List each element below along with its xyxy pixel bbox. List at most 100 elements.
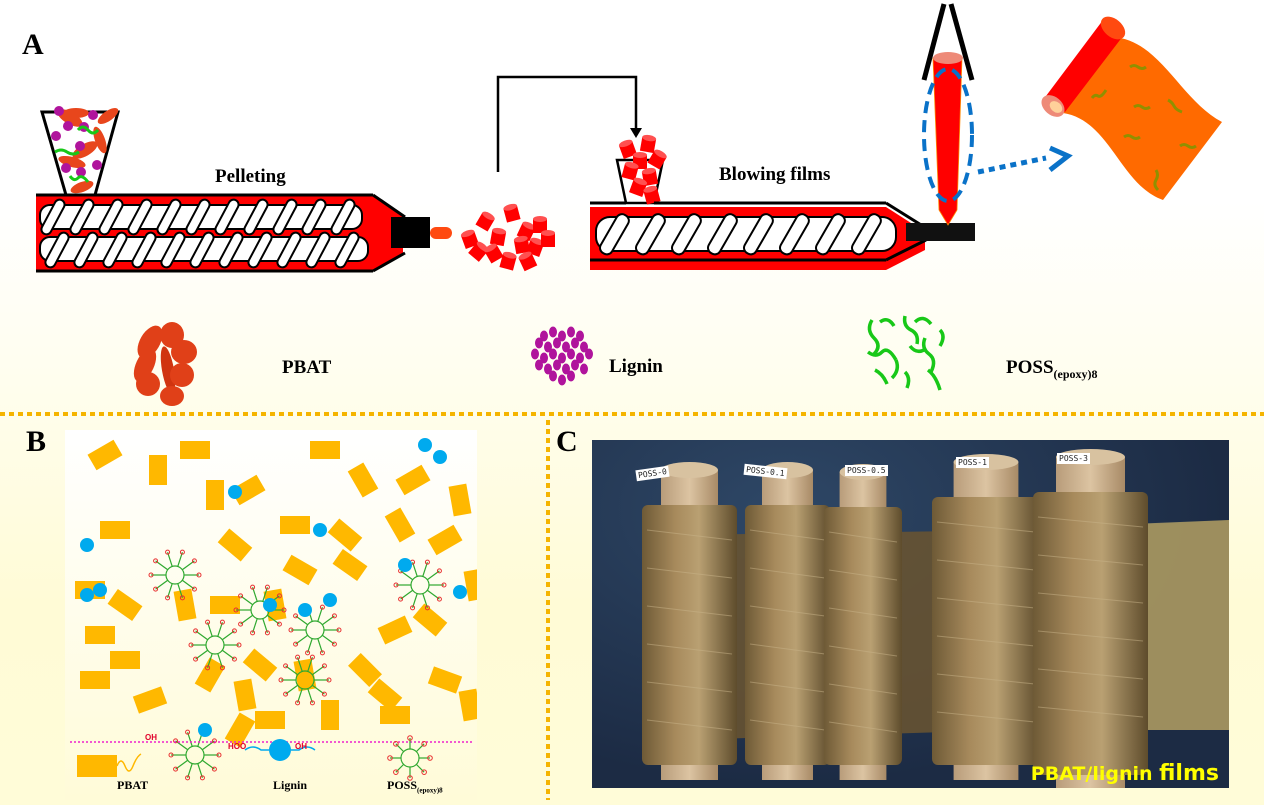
pbat-block (180, 441, 210, 459)
caption-text: PBAT/lignin (1030, 763, 1160, 785)
screw-flight (131, 231, 157, 269)
b-legend-pbat-label: PBAT (117, 778, 149, 792)
lignin-sphere (531, 348, 539, 360)
lignin-sphere (558, 352, 566, 364)
lignin-molecule (313, 523, 327, 537)
lignin-molecule (323, 593, 337, 607)
legend-lignin-label: Lignin (609, 356, 663, 377)
pellet (518, 251, 538, 272)
poss-cage (188, 619, 242, 671)
legend-pbat-block (77, 755, 117, 777)
pbat-block (310, 441, 340, 459)
lignin-sphere (558, 330, 566, 342)
screw-flight (160, 231, 186, 269)
lignin-sphere (576, 352, 584, 364)
pellet (499, 251, 517, 271)
lignin-molecule (198, 723, 212, 737)
pellet (489, 227, 507, 247)
lignin-sphere (549, 326, 557, 338)
process-diagram (36, 3, 1222, 406)
panel-b-schematic: OH HOO OH PBAT Lignin POSS(epoxy)8 (65, 430, 477, 800)
lignin-sphere (535, 359, 543, 371)
screw-flight (670, 213, 702, 256)
pellet (618, 139, 637, 159)
lignin-end-group-left: HOO (228, 742, 247, 751)
pbat-block (149, 455, 167, 485)
pbat-block (427, 666, 463, 694)
pellet (460, 229, 479, 249)
pbat-block (448, 483, 472, 517)
pbat-block (463, 568, 477, 602)
dotted-arrow (977, 145, 1073, 175)
lignin-sphere (549, 370, 557, 382)
pbat-block (85, 626, 115, 644)
screw-flight (850, 213, 882, 256)
step-blowing-label: Blowing films (719, 164, 831, 185)
film-roll (932, 454, 1040, 780)
screw-flight (272, 198, 298, 236)
pellet (484, 243, 504, 264)
lignin-sphere (535, 337, 543, 349)
b-legend-poss-name: POSS (387, 778, 418, 792)
lignin-molecule (263, 598, 277, 612)
legend-pbat-chain (116, 753, 142, 772)
lignin-sphere (549, 348, 557, 360)
lignin-sphere (571, 359, 579, 371)
lignin-sphere (540, 330, 548, 342)
pbat-block (280, 516, 310, 534)
horizontal-divider (0, 412, 1264, 416)
pbat-block (348, 653, 382, 687)
panel-c-label: C (556, 425, 578, 458)
screw-flight (301, 198, 327, 236)
lignin-molecule (418, 438, 432, 452)
panel-a-label: A (22, 28, 44, 61)
pbat-block (132, 686, 168, 714)
pbat-block (332, 549, 368, 581)
film-roll (642, 462, 737, 780)
screw-flight (276, 231, 302, 269)
twin-screw-extruder (36, 193, 452, 273)
pbat-block (367, 678, 403, 712)
pbat-block (377, 615, 413, 645)
panel-b-label: B (26, 425, 47, 458)
pellet (647, 149, 667, 170)
pbat-block (110, 651, 140, 669)
lignin-sphere (567, 348, 575, 360)
pbat-block (210, 596, 240, 614)
single-screw-extruder (590, 201, 975, 270)
screw-flight (330, 198, 356, 236)
screw-flight (305, 231, 331, 269)
pbat-block (230, 474, 266, 506)
poss-cage (393, 559, 447, 611)
pbat-end-group: OH (145, 733, 157, 742)
pellet (541, 230, 555, 247)
roll-label-4: POSS-1 (956, 457, 989, 468)
pbat-block (384, 507, 416, 543)
pbat-block (412, 603, 448, 637)
pbat-block (255, 711, 285, 729)
pbat-block (458, 688, 477, 722)
lignin-sphere (567, 370, 575, 382)
legend-lignin-chain (244, 746, 316, 751)
screw-flight (214, 198, 240, 236)
poss-cage (148, 549, 202, 601)
roll-label-5: POSS-3 (1057, 453, 1090, 464)
pbat-block (347, 462, 379, 498)
screw-flight (634, 213, 666, 256)
legend-poss-cage (387, 735, 433, 781)
pellet (629, 177, 648, 197)
hopper-1 (40, 106, 120, 197)
film-roll (745, 462, 830, 780)
screw-flight (156, 198, 182, 236)
poss-cage (168, 729, 222, 781)
pbat-block (293, 658, 317, 692)
lignin-sphere (571, 337, 579, 349)
step-pelleting-label: Pelleting (215, 166, 286, 187)
film-roll (824, 464, 902, 780)
pbat-block (224, 712, 256, 748)
lignin-sphere (544, 363, 552, 375)
hopper-2 (615, 134, 667, 205)
film-roll (1033, 449, 1148, 788)
screw-flight (98, 198, 124, 236)
pbat-block (173, 588, 197, 622)
